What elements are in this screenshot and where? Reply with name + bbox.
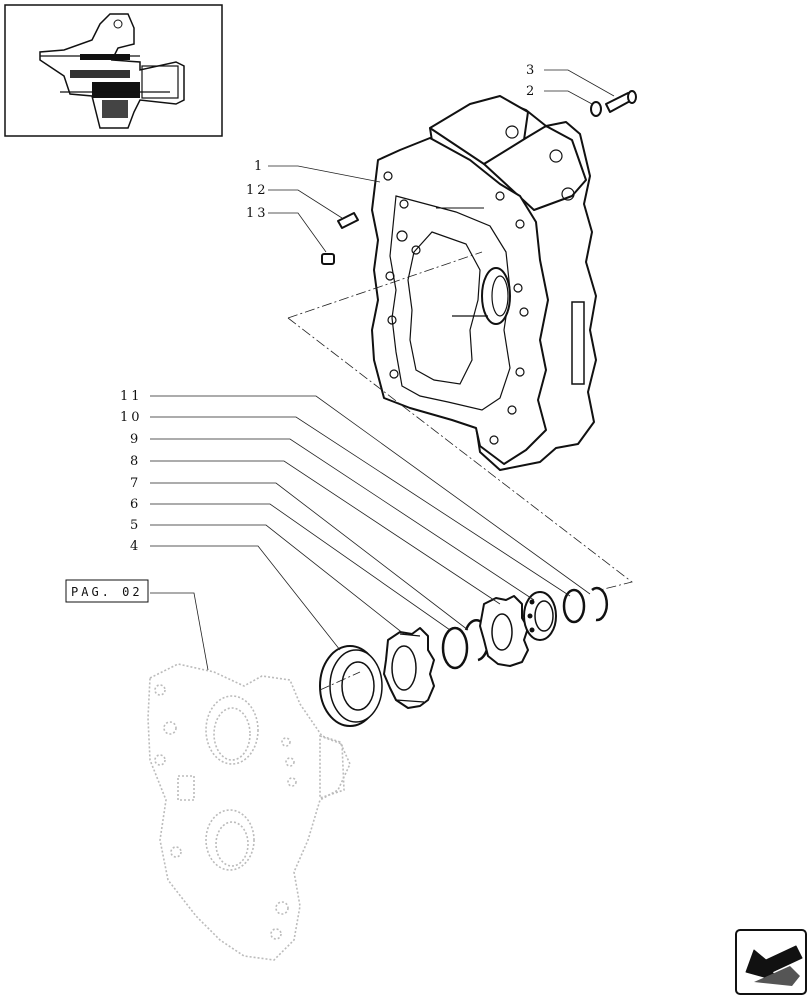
gear-part-8[interactable] (479, 595, 529, 667)
snap-ring-part-6[interactable] (441, 626, 469, 670)
callout-3: 3 (526, 63, 537, 78)
callout-12: 12 (246, 183, 269, 198)
ring-part-10[interactable] (562, 588, 586, 624)
callout-8: 8 (130, 454, 141, 469)
callout-1: 1 (254, 159, 265, 174)
callout-13: 13 (246, 206, 269, 221)
callout-4: 4 (130, 539, 141, 554)
assembly-thumbnail[interactable] (4, 4, 223, 137)
back-arrow-icon (745, 945, 803, 986)
bushing-part-13[interactable] (321, 253, 335, 265)
washer-part-2[interactable] (590, 101, 602, 117)
ring-part-11[interactable] (591, 586, 609, 622)
page-reference-label: PAG. 02 (71, 585, 143, 599)
housing-part-1[interactable] (371, 95, 597, 471)
back-navigation-button[interactable] (735, 929, 807, 995)
seal-part-4[interactable] (319, 645, 383, 727)
gear-part-5[interactable] (383, 627, 435, 709)
callout-7: 7 (130, 476, 141, 491)
callout-10: 10 (120, 410, 143, 425)
page-reference-link[interactable]: PAG. 02 (65, 579, 149, 603)
dowel-part-12[interactable] (337, 212, 359, 229)
callout-9: 9 (130, 432, 141, 447)
leader-lines (150, 69, 615, 671)
callout-11: 11 (120, 389, 143, 404)
callout-5: 5 (130, 518, 141, 533)
callout-2: 2 (526, 84, 537, 99)
callout-6: 6 (130, 497, 141, 512)
bolt-part-3[interactable] (605, 90, 637, 113)
bearing-part-9[interactable] (523, 591, 557, 641)
reference-housing-ghost (147, 663, 351, 961)
